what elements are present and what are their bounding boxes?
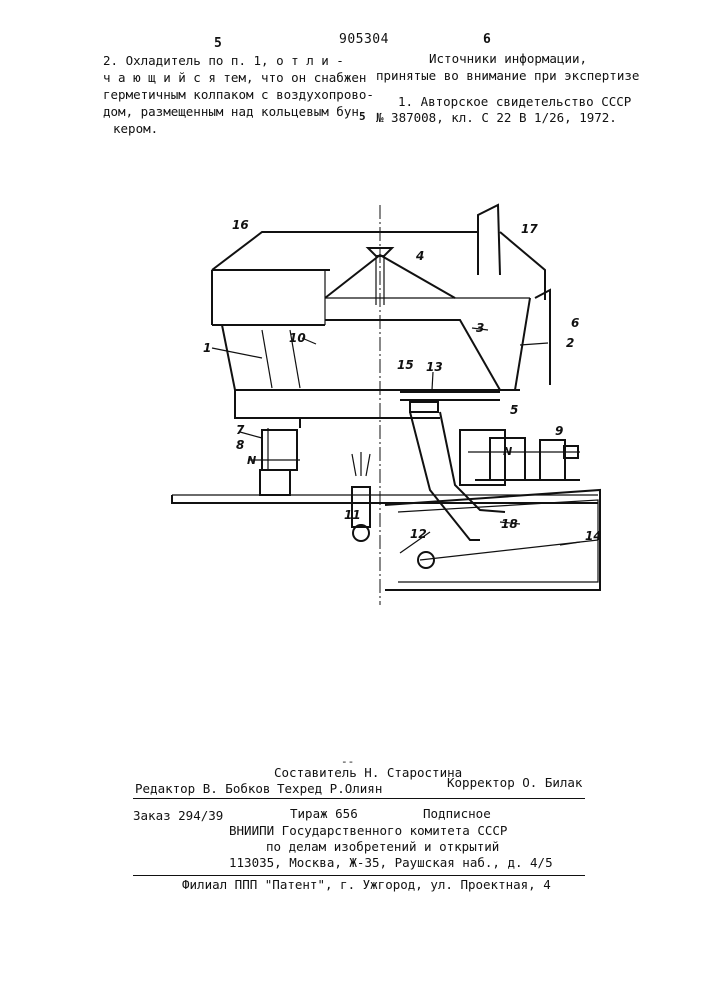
label-17: 17: [521, 222, 538, 236]
label-15: 15: [397, 358, 414, 372]
label-3: 3: [476, 321, 484, 335]
arrow: [352, 454, 356, 476]
leader: [212, 348, 262, 358]
label-18: 18: [501, 517, 518, 531]
label-14: 14: [585, 529, 602, 543]
label-2: 2: [566, 336, 574, 350]
compiler: Составитель Н. Старостина: [274, 764, 462, 781]
label-11: 11: [344, 508, 361, 522]
label-10: 10: [289, 331, 306, 345]
organization-address: 113035, Москва, Ж-35, Раушская наб., д. …: [229, 854, 553, 871]
left-motor-base: [260, 470, 290, 495]
lower-housing: [235, 390, 300, 428]
cover-right: [500, 232, 545, 300]
outer-plate: [535, 290, 550, 385]
corrector: Корректор О. Билак: [447, 774, 582, 791]
order-number: Заказ 294/39: [133, 807, 223, 824]
label-9: 9: [555, 424, 563, 438]
right-gear: [540, 440, 565, 480]
circulation: Тираж 656: [290, 805, 358, 822]
inner-line: [262, 330, 272, 388]
cover-left: [212, 232, 380, 270]
subscription: Подписное: [423, 805, 491, 822]
editor: Редактор В. Бобков: [135, 780, 270, 797]
label-13: 13: [426, 360, 443, 374]
label-1: 1: [203, 341, 211, 355]
air-duct: [478, 205, 500, 275]
divider: [133, 798, 585, 799]
chute-left: [410, 412, 480, 540]
label-4: 4: [416, 249, 424, 263]
label-12: 12: [410, 527, 427, 541]
leader: [432, 372, 433, 390]
tech-editor: Техред Р.Олиян: [277, 780, 382, 797]
motor-letter: N: [503, 445, 512, 458]
leader: [520, 343, 548, 345]
label-6: 6: [571, 316, 579, 330]
cooler-drawing: N N: [0, 0, 707, 640]
hub: [410, 402, 438, 412]
label-8: 8: [236, 438, 244, 452]
bunker-cone: [325, 320, 500, 390]
organization-line-2: по делам изобретений и открытий: [266, 838, 499, 855]
arrow: [366, 454, 370, 476]
roof: [325, 255, 455, 298]
organization-line-1: ВНИИПИ Государственного комитета СССР: [229, 822, 507, 839]
floor: [172, 495, 598, 503]
label-16: 16: [232, 218, 249, 232]
motor-letter: N: [247, 454, 256, 467]
branch-address: Филиал ППП "Патент", г. Ужгород, ул. Про…: [182, 876, 551, 893]
label-7: 7: [236, 423, 244, 437]
left-drive: [262, 430, 297, 470]
label-5: 5: [510, 403, 518, 417]
